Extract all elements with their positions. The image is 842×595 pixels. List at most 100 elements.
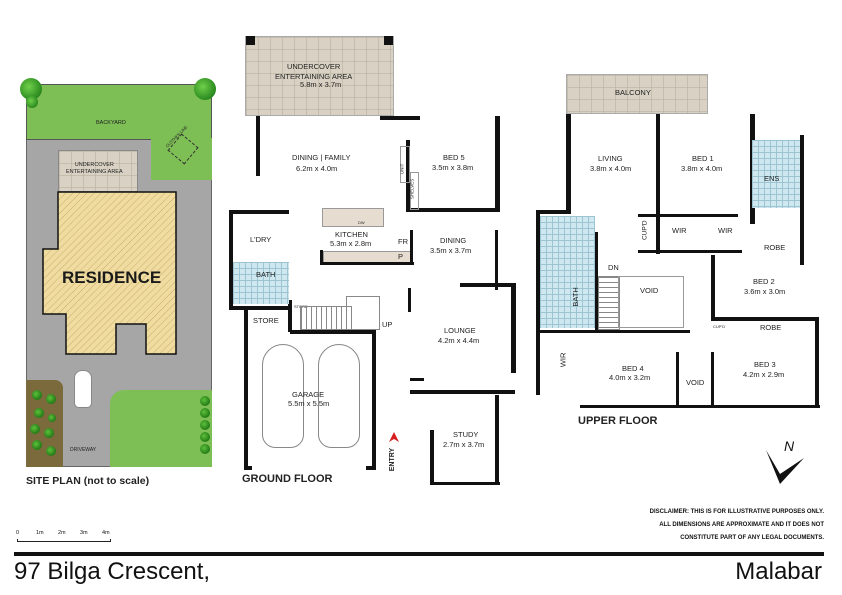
scale-tick-label: 3m: [80, 530, 88, 536]
disclaimer-line: ALL DIMENSIONS ARE APPROXIMATE AND IT DO…: [659, 522, 824, 528]
void2-name: VOID: [686, 378, 705, 387]
suburb: Malabar: [735, 558, 822, 585]
balcony-area: [566, 74, 708, 114]
shelves-cabinet: [410, 172, 419, 210]
shrub-icon: [32, 390, 42, 400]
wall: [430, 482, 500, 485]
wall: [320, 262, 414, 265]
post: [384, 36, 393, 45]
bed3-name: BED 3: [754, 360, 776, 369]
address: 97 Bilga Crescent,: [14, 558, 211, 585]
north-label: N: [784, 438, 795, 454]
wall: [290, 330, 376, 334]
gf-bed5-size: 3.5m x 3.8m: [432, 163, 474, 172]
wall: [320, 250, 323, 265]
disclaimer: DISCLAIMER: THIS IS FOR ILLUSTRATIVE PUR…: [650, 506, 824, 545]
shrub-icon: [48, 414, 56, 422]
ens-name: ENS: [764, 174, 780, 183]
shrub-icon: [32, 440, 42, 450]
wall: [244, 310, 248, 470]
wall: [656, 114, 660, 254]
ground-floor-plan: UNDERCOVER ENTERTAINING AREA 5.8m x 3.7m…: [229, 36, 516, 485]
wall: [815, 317, 819, 407]
shrub-icon: [200, 432, 210, 442]
wall: [711, 317, 819, 321]
gf-dining-size: 3.5m x 3.7m: [430, 246, 472, 255]
study-size: 2.7m x 3.7m: [443, 440, 485, 449]
scale-tick-label: 1m: [36, 530, 44, 536]
wall: [495, 230, 498, 290]
wall: [408, 288, 411, 312]
car-icon: [318, 344, 360, 448]
fridge-label: FR: [398, 237, 408, 246]
wall: [410, 378, 424, 381]
ground-floor-title: GROUND FLOOR: [242, 473, 333, 485]
driveway-label: DRIVEWAY: [70, 447, 97, 453]
study-name: STUDY: [453, 430, 479, 439]
wall: [495, 116, 500, 212]
wall: [800, 135, 804, 265]
cupd2-label: CUP'D: [713, 324, 726, 329]
residence-footprint: [42, 191, 177, 355]
wall: [430, 430, 434, 485]
kitchen-island: [322, 208, 384, 227]
wir3-name: WIR: [558, 352, 568, 368]
laundry-name: L'DRY: [250, 235, 272, 244]
robe2-name: ROBE: [760, 323, 782, 332]
dishwasher-label: DW: [358, 220, 365, 225]
wall: [372, 330, 376, 470]
gf-dining-name: DINING: [440, 236, 467, 245]
entry-arrow-icon: [389, 432, 399, 442]
wall: [495, 395, 499, 485]
site-plan: BACKYARD CLOTHES LINE UNDERCOVER ENTERTA…: [20, 78, 216, 467]
wall: [638, 214, 738, 217]
upper-stairs: [598, 276, 620, 330]
wall: [380, 116, 420, 120]
bed4-size: 4.0m x 3.2m: [609, 373, 651, 382]
backyard-lawn: [26, 84, 212, 140]
scale-line: [17, 539, 111, 542]
wall: [711, 352, 714, 407]
wall: [580, 405, 820, 408]
gf-dining-family-size: 6.2m x 4.0m: [296, 164, 338, 173]
car-icon: [74, 370, 92, 408]
kitchen-size: 5.3m x 2.8m: [330, 239, 372, 248]
gf-dining-family-name: DINING | FAMILY: [292, 153, 351, 162]
void1-name: VOID: [640, 286, 659, 295]
kitchen-name: KITCHEN: [335, 230, 368, 239]
wall: [406, 140, 410, 210]
backyard-lawn-right: [151, 138, 212, 180]
robe1-name: ROBE: [764, 243, 786, 252]
scale-tick-label: 0: [16, 530, 20, 536]
shrub-icon: [46, 394, 56, 404]
wir2-name: WIR: [718, 226, 733, 235]
residence-label: RESIDENCE: [62, 268, 162, 287]
gf-entertaining-size: 5.8m x 3.7m: [300, 80, 342, 89]
shrub-icon: [200, 420, 210, 430]
shrub-icon: [200, 408, 210, 418]
garage-size: 5.5m x 5.5m: [288, 399, 330, 408]
tree-icon: [26, 96, 38, 108]
wall: [366, 466, 376, 470]
site-entertaining-label: UNDERCOVER ENTERTAINING AREA: [66, 162, 123, 176]
site-plan-caption: SITE PLAN (not to scale): [26, 475, 150, 487]
north-arrow-icon: [766, 450, 804, 484]
wall: [406, 208, 498, 212]
wall: [256, 146, 260, 176]
backyard-label: BACKYARD: [96, 120, 126, 126]
gf-entertaining-area: [245, 36, 394, 116]
wall: [229, 306, 291, 310]
up-label: UP: [382, 320, 393, 329]
bed1-size: 3.8m x 4.0m: [681, 164, 723, 173]
wall: [595, 232, 598, 332]
pantry-label: P: [398, 252, 404, 261]
shrub-icon: [34, 408, 44, 418]
unit-cabinet: [400, 146, 410, 183]
wall: [511, 283, 516, 373]
wall: [410, 390, 515, 394]
living-size: 3.8m x 4.0m: [590, 164, 632, 173]
wall: [410, 230, 413, 264]
living-name: LIVING: [598, 154, 623, 163]
bed3-size: 4.2m x 2.9m: [743, 370, 785, 379]
shrub-icon: [200, 444, 210, 454]
